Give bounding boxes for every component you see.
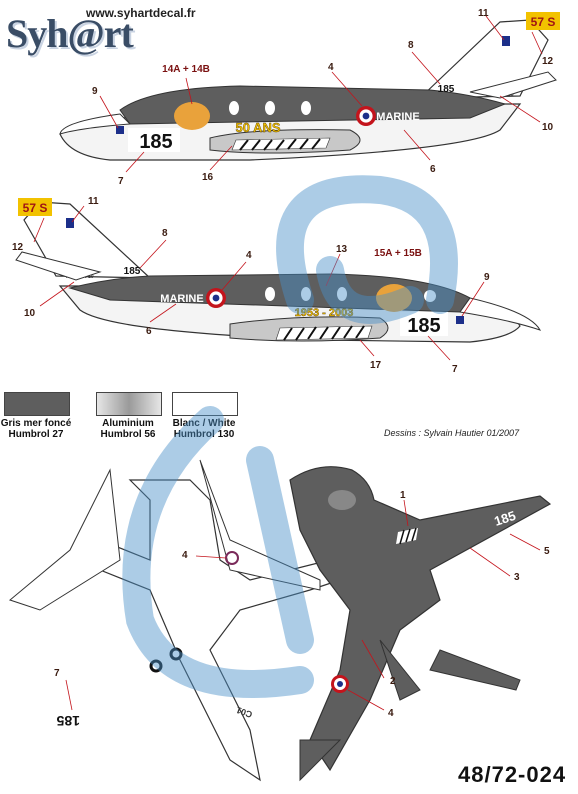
swatch-white (172, 392, 238, 416)
upper-callout-4: 4 (388, 708, 394, 719)
underside-callout-4: 4 (182, 550, 188, 561)
underside-serial: 185 (56, 713, 80, 729)
top-window-2 (265, 101, 275, 115)
swatch-dark-grey-name: Gris mer foncé (0, 418, 72, 429)
lower-anniversary-text: 1953 - 2003 (295, 307, 354, 319)
lower-serial-panel (400, 312, 448, 336)
lower-walkway-stripes (275, 325, 373, 341)
upper-callout-5: 5 (544, 546, 550, 557)
top-decal-ref: 14A + 14B (162, 64, 210, 75)
top-callout-6: 6 (430, 164, 436, 175)
top-roundel (356, 106, 376, 126)
lower-callout-7: 7 (452, 364, 458, 375)
swatch-dark-grey-label: Gris mer foncé Humbrol 27 (0, 418, 72, 440)
lower-window-1 (265, 287, 275, 301)
top-callout-8: 8 (408, 40, 414, 51)
lower-callout-9: 9 (484, 272, 490, 283)
top-marine-text: MARINE (376, 111, 419, 123)
top-window-3 (301, 101, 311, 115)
lower-roundel (206, 288, 226, 308)
upper-callout-1: 1 (400, 490, 406, 501)
lower-serial: 185 (407, 315, 440, 337)
upper-wing-serial: 185 (492, 508, 517, 529)
lower-callout-4: 4 (246, 250, 252, 261)
lower-callout-6: 6 (146, 326, 152, 337)
lower-callout-13: 13 (336, 244, 348, 255)
lower-anniversary-emblem (376, 284, 412, 312)
top-fin-badge (526, 12, 560, 30)
underside-plan-view: 185 C01 7 4 (8, 459, 341, 782)
upper-callout-3: 3 (514, 572, 520, 583)
lower-window-4 (424, 290, 436, 302)
top-side-view: 57 S FALCON 10 185 185 50 ANS MARINE (59, 8, 560, 187)
lower-callout-numbers: 4 6 7 8 9 10 11 12 13 17 (12, 196, 490, 375)
lower-callout-11: 11 (88, 196, 99, 207)
swatch-dark-grey-code: Humbrol 27 (8, 429, 64, 440)
top-serial-panel (128, 128, 180, 152)
lower-callout-10: 10 (24, 308, 36, 319)
top-callout-7: 7 (118, 176, 124, 187)
lower-window-2 (301, 287, 311, 301)
brand-logo: Syh@rt (6, 4, 196, 64)
top-leader-lines (99, 15, 543, 173)
swatch-aluminium-code: Humbrol 56 (100, 429, 156, 440)
swatch-aluminium-name: Aluminium (102, 418, 154, 429)
top-fin-code: 57 S (531, 15, 556, 29)
top-walkway-stripes (231, 137, 331, 151)
upper-roundel (331, 675, 349, 693)
swatch-aluminium-label: Aluminium Humbrol 56 (92, 418, 164, 440)
top-callout-4: 4 (328, 62, 334, 73)
swatch-white-label: Blanc / White Humbrol 130 (168, 418, 240, 440)
top-callout-9: 9 (92, 86, 98, 97)
upper-walkway-stripes (396, 527, 418, 545)
lower-decal-ref: 15A + 15B (374, 248, 422, 259)
lower-marine-text: MARINE (160, 293, 203, 305)
top-serial: 185 (139, 131, 172, 153)
swatch-dark-grey (4, 392, 70, 416)
lower-tail-serial: 185 (124, 266, 141, 277)
drawing-credit: Dessins : Sylvain Hautier 01/2007 (384, 428, 520, 438)
lower-callout-17: 17 (370, 360, 382, 371)
top-tail-serial: 185 (438, 84, 455, 95)
lower-fin-badge (18, 198, 52, 216)
top-fuselage-upper (119, 85, 507, 125)
lower-fin-code: 57 S (23, 201, 48, 215)
top-callout-numbers: 4 6 7 8 9 10 11 12 16 (92, 8, 554, 187)
swatch-aluminium (96, 392, 162, 416)
brand-logo-text: Syh@rt (6, 11, 134, 56)
top-anniversary-emblem (174, 102, 210, 130)
plan-views: 185 C01 7 4 185 1 (8, 459, 552, 782)
lower-window-3 (337, 287, 347, 301)
top-badge-text: 50 ANS (235, 120, 280, 135)
top-callout-10: 10 (542, 122, 554, 133)
lower-callout-8: 8 (162, 228, 168, 239)
upper-plan-view: 185 1 2 3 4 5 (289, 466, 552, 782)
lower-leader-lines (33, 205, 485, 361)
top-callout-16: 16 (202, 172, 214, 183)
top-nose-flag (116, 126, 124, 134)
top-fin-flag (502, 36, 510, 46)
top-window-1 (229, 101, 239, 115)
top-callout-11: 11 (478, 8, 489, 19)
bottom-side-view: 57 S FALCON 10 1953 - 2003 185 185 MARIN… (12, 196, 542, 375)
lower-nose-flag (456, 316, 464, 324)
lower-nose (459, 297, 542, 331)
swatch-white-name: Blanc / White (172, 418, 236, 429)
top-callout-12: 12 (542, 56, 554, 67)
swatch-white-code: Humbrol 130 (173, 429, 235, 440)
lower-callout-12: 12 (12, 242, 24, 253)
top-tailplane (469, 71, 557, 99)
site-url: www.syhartdecal.fr (86, 6, 196, 20)
lower-tailplane (15, 251, 102, 281)
underside-callout-7: 7 (54, 668, 60, 679)
lower-fin-flag (66, 218, 74, 228)
sheet-reference: 48/72-024 (458, 762, 567, 787)
upper-callout-2: 2 (390, 676, 396, 687)
